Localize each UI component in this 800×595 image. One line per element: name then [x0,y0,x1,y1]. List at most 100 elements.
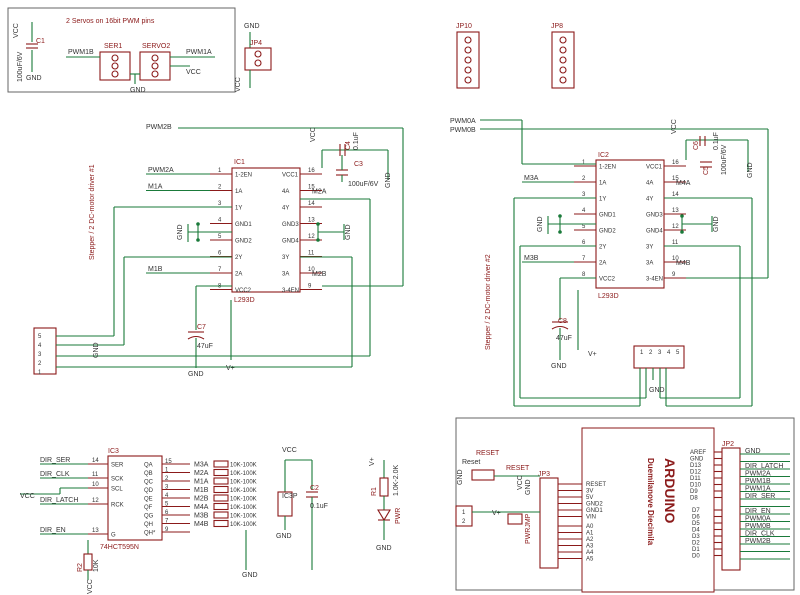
jp3-label: JP3 [538,471,550,478]
pwm1b-label: PWM1B [68,49,94,56]
pin-name: GND1 [235,222,252,228]
pin-number: 9 [672,272,676,278]
pin-number: 15 [672,176,679,182]
pin-name: 4Y [646,197,653,203]
jp2-net-label: DIR_EN [745,508,771,515]
pwr-vplus: V+ [369,457,376,466]
r2-value: 10K [93,559,100,572]
servo-section-box [7,7,236,93]
pin-number: 5 [582,224,586,230]
pin-name: SCL [111,487,123,493]
pin-name: QH [144,522,153,528]
arduino-digital-pin: D6 [692,515,700,521]
servo-section-title: 2 Servos on 16bit PWM pins [66,18,155,25]
resistor-value: 10K-100K [230,471,257,477]
arduino-digital-pin: D9 [690,489,698,495]
svg-text:2: 2 [462,519,466,525]
pin-name: QD [144,488,154,494]
ic1-name: IC1 [234,159,245,166]
pin-number: 14 [92,458,99,464]
pin-number: 11 [92,472,99,478]
jp2-net-label: GND [745,448,761,455]
r1-value: 1.0K-2.0K [393,465,400,496]
ic2-gnd-left: GND [537,216,544,232]
pwm2b-label: PWM2B [146,124,172,131]
svg-text:1: 1 [38,370,42,376]
svg-text:2: 2 [649,350,653,356]
pin-name: 1Y [599,197,606,203]
pin-number: 16 [308,168,315,174]
resistor-value: 10K-100K [230,463,257,469]
pin-name: GND3 [646,213,663,219]
pin-name: SER [111,463,124,469]
reset-gnd: GND [457,469,464,485]
arduino-digital-pin: D10 [690,483,702,489]
pin-name: 1-2EN [599,165,616,171]
pin-name: 3Y [646,245,653,251]
ic1-part: L293D [234,297,255,304]
reset-switch [471,469,495,481]
c1-label: C1 [36,38,45,45]
pin-name: 2Y [599,245,606,251]
pin-number: 10 [672,256,679,262]
pin-number: 12 [672,224,679,230]
ic3-name: IC3 [108,448,119,455]
jp8-label: JP8 [551,23,563,30]
c7-value: 47uF [197,343,213,350]
ic2-pins: 11-2EN21AM3A31Y4GND15GND262Y72AM3B8VCC21… [522,160,691,283]
pin-name: QG [144,514,154,520]
motor2-connector [633,345,685,369]
c8-value: 47uF [556,335,572,342]
c7-label: C7 [197,324,206,331]
ic1-gnd-right: GND [385,172,392,188]
pin-number: 8 [582,272,586,278]
c5-label: C5 [703,166,710,175]
pin-name: SCK [111,477,123,483]
arduino-digital-pin: D0 [692,554,700,560]
ic3-part: 74HCT595N [100,544,139,551]
svg-text:1: 1 [640,350,644,356]
pwrjmp-connector [455,505,473,527]
jp10-connector [456,31,480,89]
r2-vcc: VCC [87,579,94,594]
pin-number: 13 [308,218,315,224]
pin-name: 3A [646,261,653,267]
pin-number: 11 [308,251,315,257]
resistor-value: 10K-100K [230,514,257,520]
pin-name: 3-4EN [646,277,663,283]
ic1-gnd-right2: GND [345,224,352,240]
pin-name: 1-2EN [235,173,252,179]
c1-gnd-label: GND [26,75,42,82]
stepper1-title: Stepper / 2 DC-motor driver #1 [89,164,96,260]
ic1-vcc-label: VCC [310,127,317,142]
ic2-part: L293D [598,293,619,300]
servo2-label: SERVO2 [142,43,170,50]
ic2-gnd-right2: GND [713,216,720,232]
svg-text:2: 2 [38,361,42,367]
pin-number: 2 [582,176,586,182]
svg-text:5: 5 [38,334,42,340]
pwr-gnd: GND [376,545,392,552]
arduino-digital-pin: D4 [692,528,700,534]
jp2-net-label: PWM0B [745,523,771,530]
arduino-digital-pin: D1 [692,547,700,553]
r1-resistor [379,477,389,497]
arduino-digital-pin: D5 [692,521,700,527]
svg-text:3: 3 [38,352,42,358]
c6-label: C6 [693,141,700,150]
arduino-power-pin: 5V [586,495,593,501]
jp2-net-label: PWM1A [745,486,771,493]
pin-name: QA [144,463,153,469]
net-label: M2A [194,470,209,477]
pin-name: QE [144,497,153,503]
pin-name: QC [144,480,154,486]
pin-name: GND4 [646,229,663,235]
pwm0b-label: PWM0B [450,127,476,134]
net-label: M3B [194,513,209,520]
ic3-body [107,455,163,541]
jp3-connector [539,477,559,569]
c6-value: 0.1uF [713,132,720,150]
c7-gnd: GND [188,371,204,378]
ic3p-name: IC3P [282,493,298,500]
pin-name: 1A [235,189,242,195]
